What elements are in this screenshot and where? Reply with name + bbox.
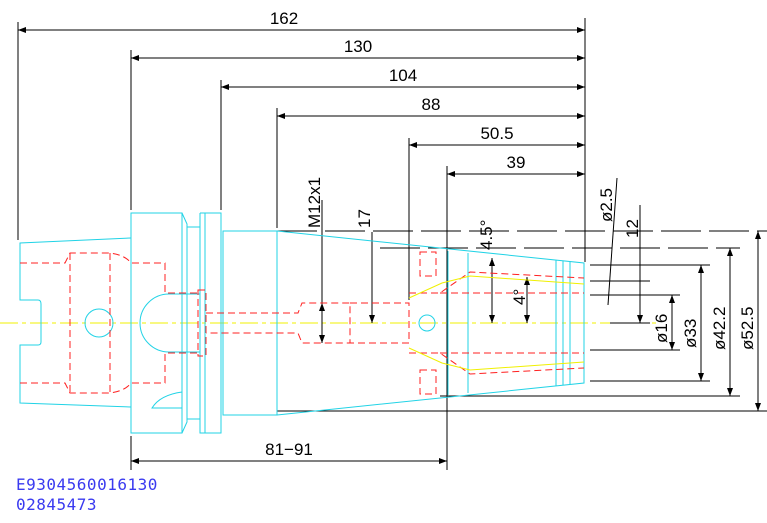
dim-130: 130 — [344, 37, 372, 56]
dim-dia-16: ø16 — [652, 314, 671, 343]
dim-12: 12 — [623, 219, 642, 238]
dimension-lines — [18, 27, 761, 464]
dim-39: 39 — [507, 153, 526, 172]
dim-88: 88 — [422, 95, 441, 114]
dim-162: 162 — [270, 9, 298, 28]
dim-dia-42-2: ø42.2 — [710, 307, 729, 350]
part-number: E9304560016130 — [16, 475, 158, 494]
dim-17: 17 — [355, 209, 374, 228]
dim-81-91: 81−91 — [265, 440, 313, 459]
dim-dia-52-5: ø52.5 — [738, 307, 757, 350]
hidden-lines — [20, 251, 585, 395]
dim-angle-4: 4° — [510, 289, 529, 305]
dim-dia-2-5: ø2.5 — [597, 188, 616, 222]
dim-104: 104 — [389, 66, 417, 85]
order-number: 02845473 — [16, 495, 98, 514]
dim-thread: M12x1 — [305, 177, 324, 228]
dim-dia-33: ø33 — [681, 319, 700, 348]
collet-slot-lines — [408, 275, 585, 371]
dim-50-5: 50.5 — [480, 124, 513, 143]
dim-angle-4-5: 4.5° — [477, 220, 496, 250]
extension-lines — [17, 18, 767, 470]
